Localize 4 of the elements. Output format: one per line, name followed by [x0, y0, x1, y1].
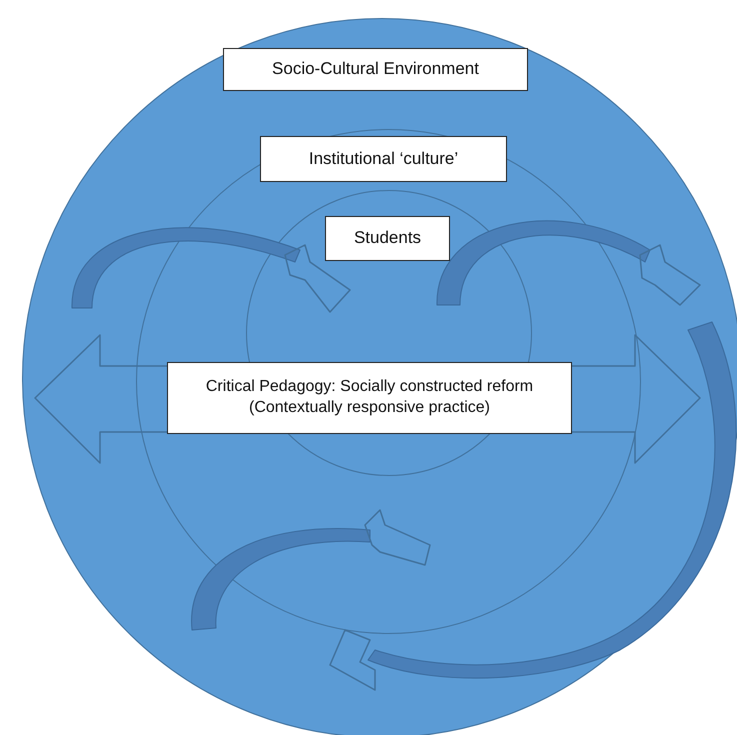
heading-label: Socio-Cultural Environment [223, 48, 528, 91]
text-box: Critical Pedagogy: Socially constructed reform (Contextually responsive practice) [167, 362, 572, 434]
heading-label: Institutional ‘culture’ [260, 136, 507, 182]
heading-label: Students [325, 216, 450, 261]
